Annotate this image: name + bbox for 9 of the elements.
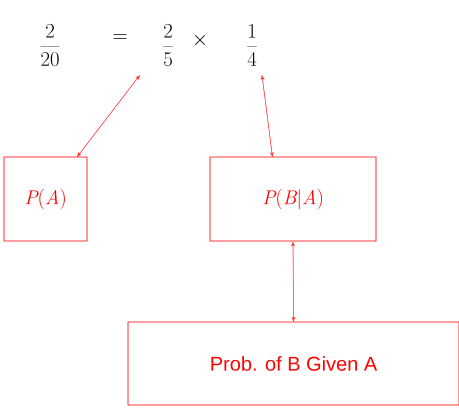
formula-box: $P(A)$ (4, 156, 88, 242)
arrow (77, 75, 140, 157)
formula-box: $P(B|A)$ (210, 156, 376, 242)
fraction: $\frac{1}{4}$ (247, 24, 257, 66)
fraction: $\frac{2}{5}$ (163, 24, 173, 66)
math-symbol: $=$ (114, 34, 126, 39)
math-symbol: $\times$ (194, 35, 205, 45)
math-symbol: $\frac{2}{20}$ (40, 24, 60, 66)
text-box: Prob. of B Given A (128, 322, 459, 406)
